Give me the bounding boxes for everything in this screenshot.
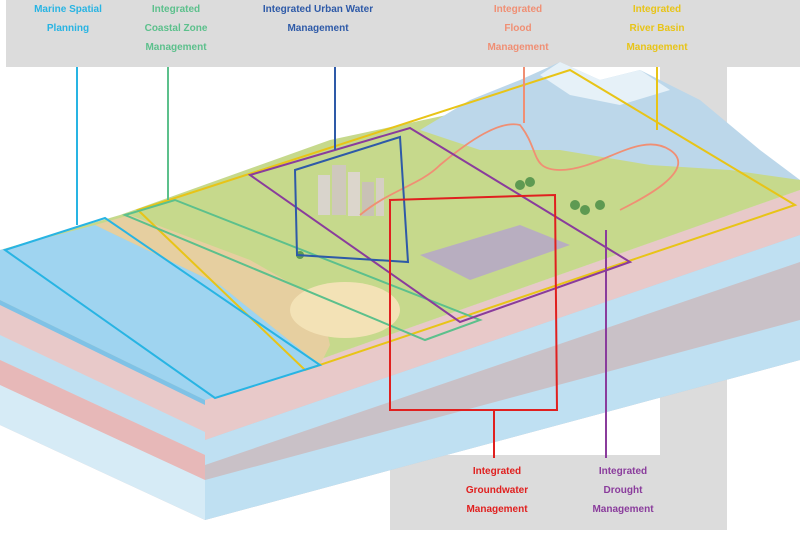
tree bbox=[570, 200, 580, 210]
coastal-label-line-2: Coastal Zone bbox=[145, 23, 208, 34]
mountain-snow bbox=[540, 62, 670, 105]
city-building bbox=[318, 175, 330, 215]
flood-label-line-2: Flood bbox=[504, 23, 531, 34]
top-label-panel bbox=[6, 0, 800, 67]
farmland bbox=[420, 225, 570, 280]
flood-extent-line bbox=[359, 123, 679, 216]
coastal-label-line-1: Integrated bbox=[152, 4, 200, 15]
city-building bbox=[348, 172, 360, 216]
tree bbox=[595, 200, 605, 210]
flood-label-line-3: Management bbox=[487, 42, 549, 53]
tree bbox=[515, 180, 525, 190]
groundwater-label-line-3: Management bbox=[466, 504, 528, 515]
coastal-zone-area bbox=[122, 198, 483, 342]
front-stratum-blue bbox=[0, 335, 205, 455]
sea-depth bbox=[0, 300, 205, 405]
urban-label-line-1: Integrated Urban Water bbox=[263, 4, 373, 15]
river-label-line-2: River Basin bbox=[629, 23, 684, 34]
front-stratum-pink bbox=[0, 360, 205, 480]
river-label-line-1: Integrated bbox=[633, 4, 681, 15]
flood-label-line-1: Integrated bbox=[494, 4, 542, 15]
marine-spatial-area bbox=[2, 216, 323, 400]
marine-label-line-1: Marine Spatial bbox=[34, 4, 102, 15]
sea bbox=[0, 225, 320, 400]
coastal-label-line-3: Management bbox=[145, 42, 207, 53]
drought-label-line-1: Integrated bbox=[599, 466, 647, 477]
marine-label-line-2: Planning bbox=[47, 23, 89, 34]
city-building bbox=[376, 178, 384, 216]
city bbox=[318, 165, 384, 216]
groundwater-label-line-1: Integrated bbox=[473, 466, 521, 477]
city-building bbox=[332, 165, 346, 215]
river-label-line-3: Management bbox=[626, 42, 688, 53]
right-stratum-lower bbox=[205, 320, 800, 520]
tree bbox=[525, 177, 535, 187]
ground-block bbox=[0, 190, 800, 520]
urban-water-area bbox=[293, 135, 410, 264]
groundwater-area bbox=[389, 193, 559, 411]
urban-label-line-2: Management bbox=[287, 23, 349, 34]
groundwater-label-line-2: Groundwater bbox=[466, 485, 528, 496]
drought-label-line-3: Management bbox=[592, 504, 654, 515]
front-stratum-light bbox=[0, 385, 205, 520]
right-stratum-blue bbox=[205, 235, 800, 465]
drought-label-line-2: Drought bbox=[604, 485, 644, 496]
tree bbox=[580, 205, 590, 215]
